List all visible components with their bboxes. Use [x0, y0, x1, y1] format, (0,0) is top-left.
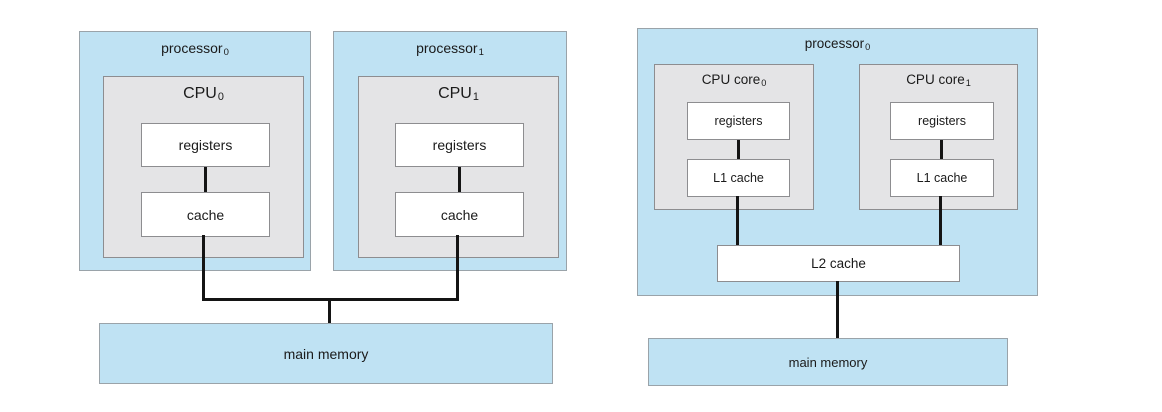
core0-l1-cache-box: L1 cache — [687, 159, 790, 197]
cpu-core0-label-subscript: 0 — [761, 78, 767, 88]
multiprocessor-diagram: processor0 CPU0 registers cache processo… — [79, 31, 567, 384]
processor0-box: processor0 CPU0 registers cache — [79, 31, 311, 271]
cpu-core1-label-subscript: 1 — [965, 78, 971, 88]
cpu0-label-subscript: 0 — [217, 91, 224, 103]
cache1-bus-connector — [456, 235, 459, 301]
core1-registers-box: registers — [890, 102, 994, 140]
cpu-core0-label-text: CPU core — [701, 72, 761, 87]
cpu1-registers-cache-connector — [458, 167, 461, 192]
processor0-label-text: processor — [161, 40, 223, 56]
cpu0-label-text: CPU — [183, 85, 217, 102]
cpu0-registers-cache-connector — [204, 167, 207, 192]
multicore-processor0-label-subscript: 0 — [865, 42, 871, 52]
memory-bus-line — [202, 298, 459, 301]
cpu-core0-label: CPU core0 — [655, 72, 813, 88]
core0-registers-l1-connector — [737, 140, 740, 159]
core1-registers-l1-connector — [940, 140, 943, 159]
multicore-processor0-box: processor0 CPU core0 registers L1 cache … — [637, 28, 1038, 296]
l2-memory-connector — [836, 281, 839, 338]
multicore-processor0-label: processor0 — [638, 36, 1037, 52]
cpu0-registers-box: registers — [141, 123, 270, 167]
core1-l1-l2-connector — [939, 196, 942, 245]
processor1-label: processor1 — [334, 40, 566, 58]
core0-l1-l2-connector — [736, 196, 739, 245]
cpu0-cache-box: cache — [141, 192, 270, 237]
cpu1-cache-box: cache — [395, 192, 524, 237]
processor1-label-subscript: 1 — [478, 47, 484, 58]
cpu1-label-text: CPU — [438, 85, 472, 102]
processor1-label-text: processor — [416, 40, 478, 56]
cpu0-label: CPU0 — [104, 85, 303, 103]
cpu1-registers-box: registers — [395, 123, 524, 167]
core1-l1-cache-box: L1 cache — [890, 159, 994, 197]
l2-cache-box: L2 cache — [717, 245, 960, 282]
left-main-memory-box: main memory — [99, 323, 553, 384]
cpu-core1-label: CPU core1 — [860, 72, 1017, 88]
cpu0-box: CPU0 registers cache — [103, 76, 304, 258]
bus-memory-connector — [328, 301, 331, 323]
multicore-diagram: processor0 CPU core0 registers L1 cache … — [600, 0, 1162, 412]
cpu-core1-box: CPU core1 registers L1 cache — [859, 64, 1018, 210]
cpu-core1-label-text: CPU core — [906, 72, 965, 87]
cpu1-label: CPU1 — [359, 85, 558, 103]
multicore-processor0-label-text: processor — [804, 36, 865, 51]
cpu-core0-box: CPU core0 registers L1 cache — [654, 64, 814, 210]
core0-registers-box: registers — [687, 102, 790, 140]
processor0-label-subscript: 0 — [223, 47, 229, 58]
cpu1-label-subscript: 1 — [472, 91, 479, 103]
cache0-bus-connector — [202, 235, 205, 301]
processor1-box: processor1 CPU1 registers cache — [333, 31, 567, 271]
processor0-label: processor0 — [80, 40, 310, 58]
cpu1-box: CPU1 registers cache — [358, 76, 559, 258]
right-main-memory-box: main memory — [648, 338, 1008, 386]
